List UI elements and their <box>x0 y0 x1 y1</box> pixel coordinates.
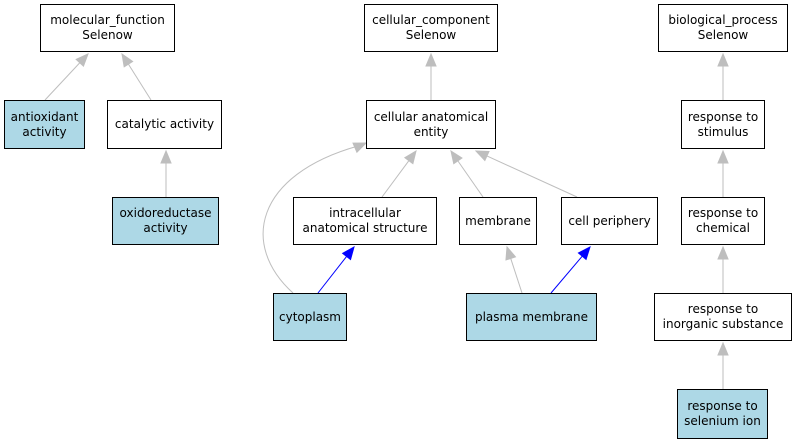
node-cellular-anatomical-entity[interactable]: cellular anatomical entity <box>366 100 496 149</box>
arrowhead-periphery-to-cae <box>474 150 490 162</box>
edge-periphery-to-cae <box>486 155 578 198</box>
arrowhead-selenium-to-inorganic <box>717 341 729 356</box>
arrowhead-catalytic-to-mf <box>121 52 134 68</box>
node-response-to-selenium-ion[interactable]: response to selenium ion <box>677 389 768 439</box>
arrowhead-cytoplasm-to-ias <box>341 245 355 261</box>
node-cell-periphery[interactable]: cell periphery <box>561 197 658 245</box>
edge-plasma-to-periphery <box>550 255 583 294</box>
edge-cytoplasm-to-cae <box>262 145 359 294</box>
node-biological-process[interactable]: biological_process Selenow <box>658 4 788 52</box>
arrowhead-oxidored-to-catalytic <box>160 149 172 164</box>
arrowhead-antiox-to-mf <box>75 53 89 68</box>
node-response-to-inorganic-substance[interactable]: response to inorganic substance <box>654 293 792 341</box>
node-intracellular-anatomical-structure[interactable]: intracellular anatomical structure <box>293 197 437 245</box>
arrowhead-stimulus-to-bp <box>717 52 729 67</box>
node-oxidoreductase-activity[interactable]: oxidoreductase activity <box>112 197 219 245</box>
arrowhead-membrane-to-cae <box>450 149 463 165</box>
edge-ias-to-cae <box>381 160 410 198</box>
node-response-to-chemical[interactable]: response to chemical <box>681 197 765 245</box>
arrowhead-plasma-to-membrane <box>505 245 517 261</box>
edge-plasma-to-membrane <box>510 258 523 294</box>
arrowhead-cae-to-cc <box>425 52 437 67</box>
arrowhead-chemical-to-stimulus <box>717 149 729 164</box>
node-molecular-function[interactable]: molecular_function Selenow <box>40 4 175 52</box>
edge-membrane-to-cae <box>457 160 484 198</box>
node-response-to-stimulus[interactable]: response to stimulus <box>681 100 765 149</box>
arrowhead-cytoplasm-to-cae <box>352 142 368 154</box>
edge-cytoplasm-to-ias <box>317 256 347 294</box>
node-catalytic-activity[interactable]: catalytic activity <box>107 100 222 149</box>
node-cytoplasm[interactable]: cytoplasm <box>273 293 347 341</box>
arrowhead-inorganic-to-chemical <box>717 245 729 260</box>
node-plasma-membrane[interactable]: plasma membrane <box>466 293 597 341</box>
node-membrane[interactable]: membrane <box>459 197 537 245</box>
node-antioxidant-activity[interactable]: antioxidant activity <box>4 100 85 149</box>
edge-catalytic-to-mf <box>127 63 152 101</box>
arrowhead-ias-to-cae <box>403 149 417 165</box>
arrowhead-plasma-to-periphery <box>577 246 591 261</box>
node-cellular-component[interactable]: cellular_component Selenow <box>364 4 498 52</box>
edge-antiox-to-mf <box>44 62 81 101</box>
